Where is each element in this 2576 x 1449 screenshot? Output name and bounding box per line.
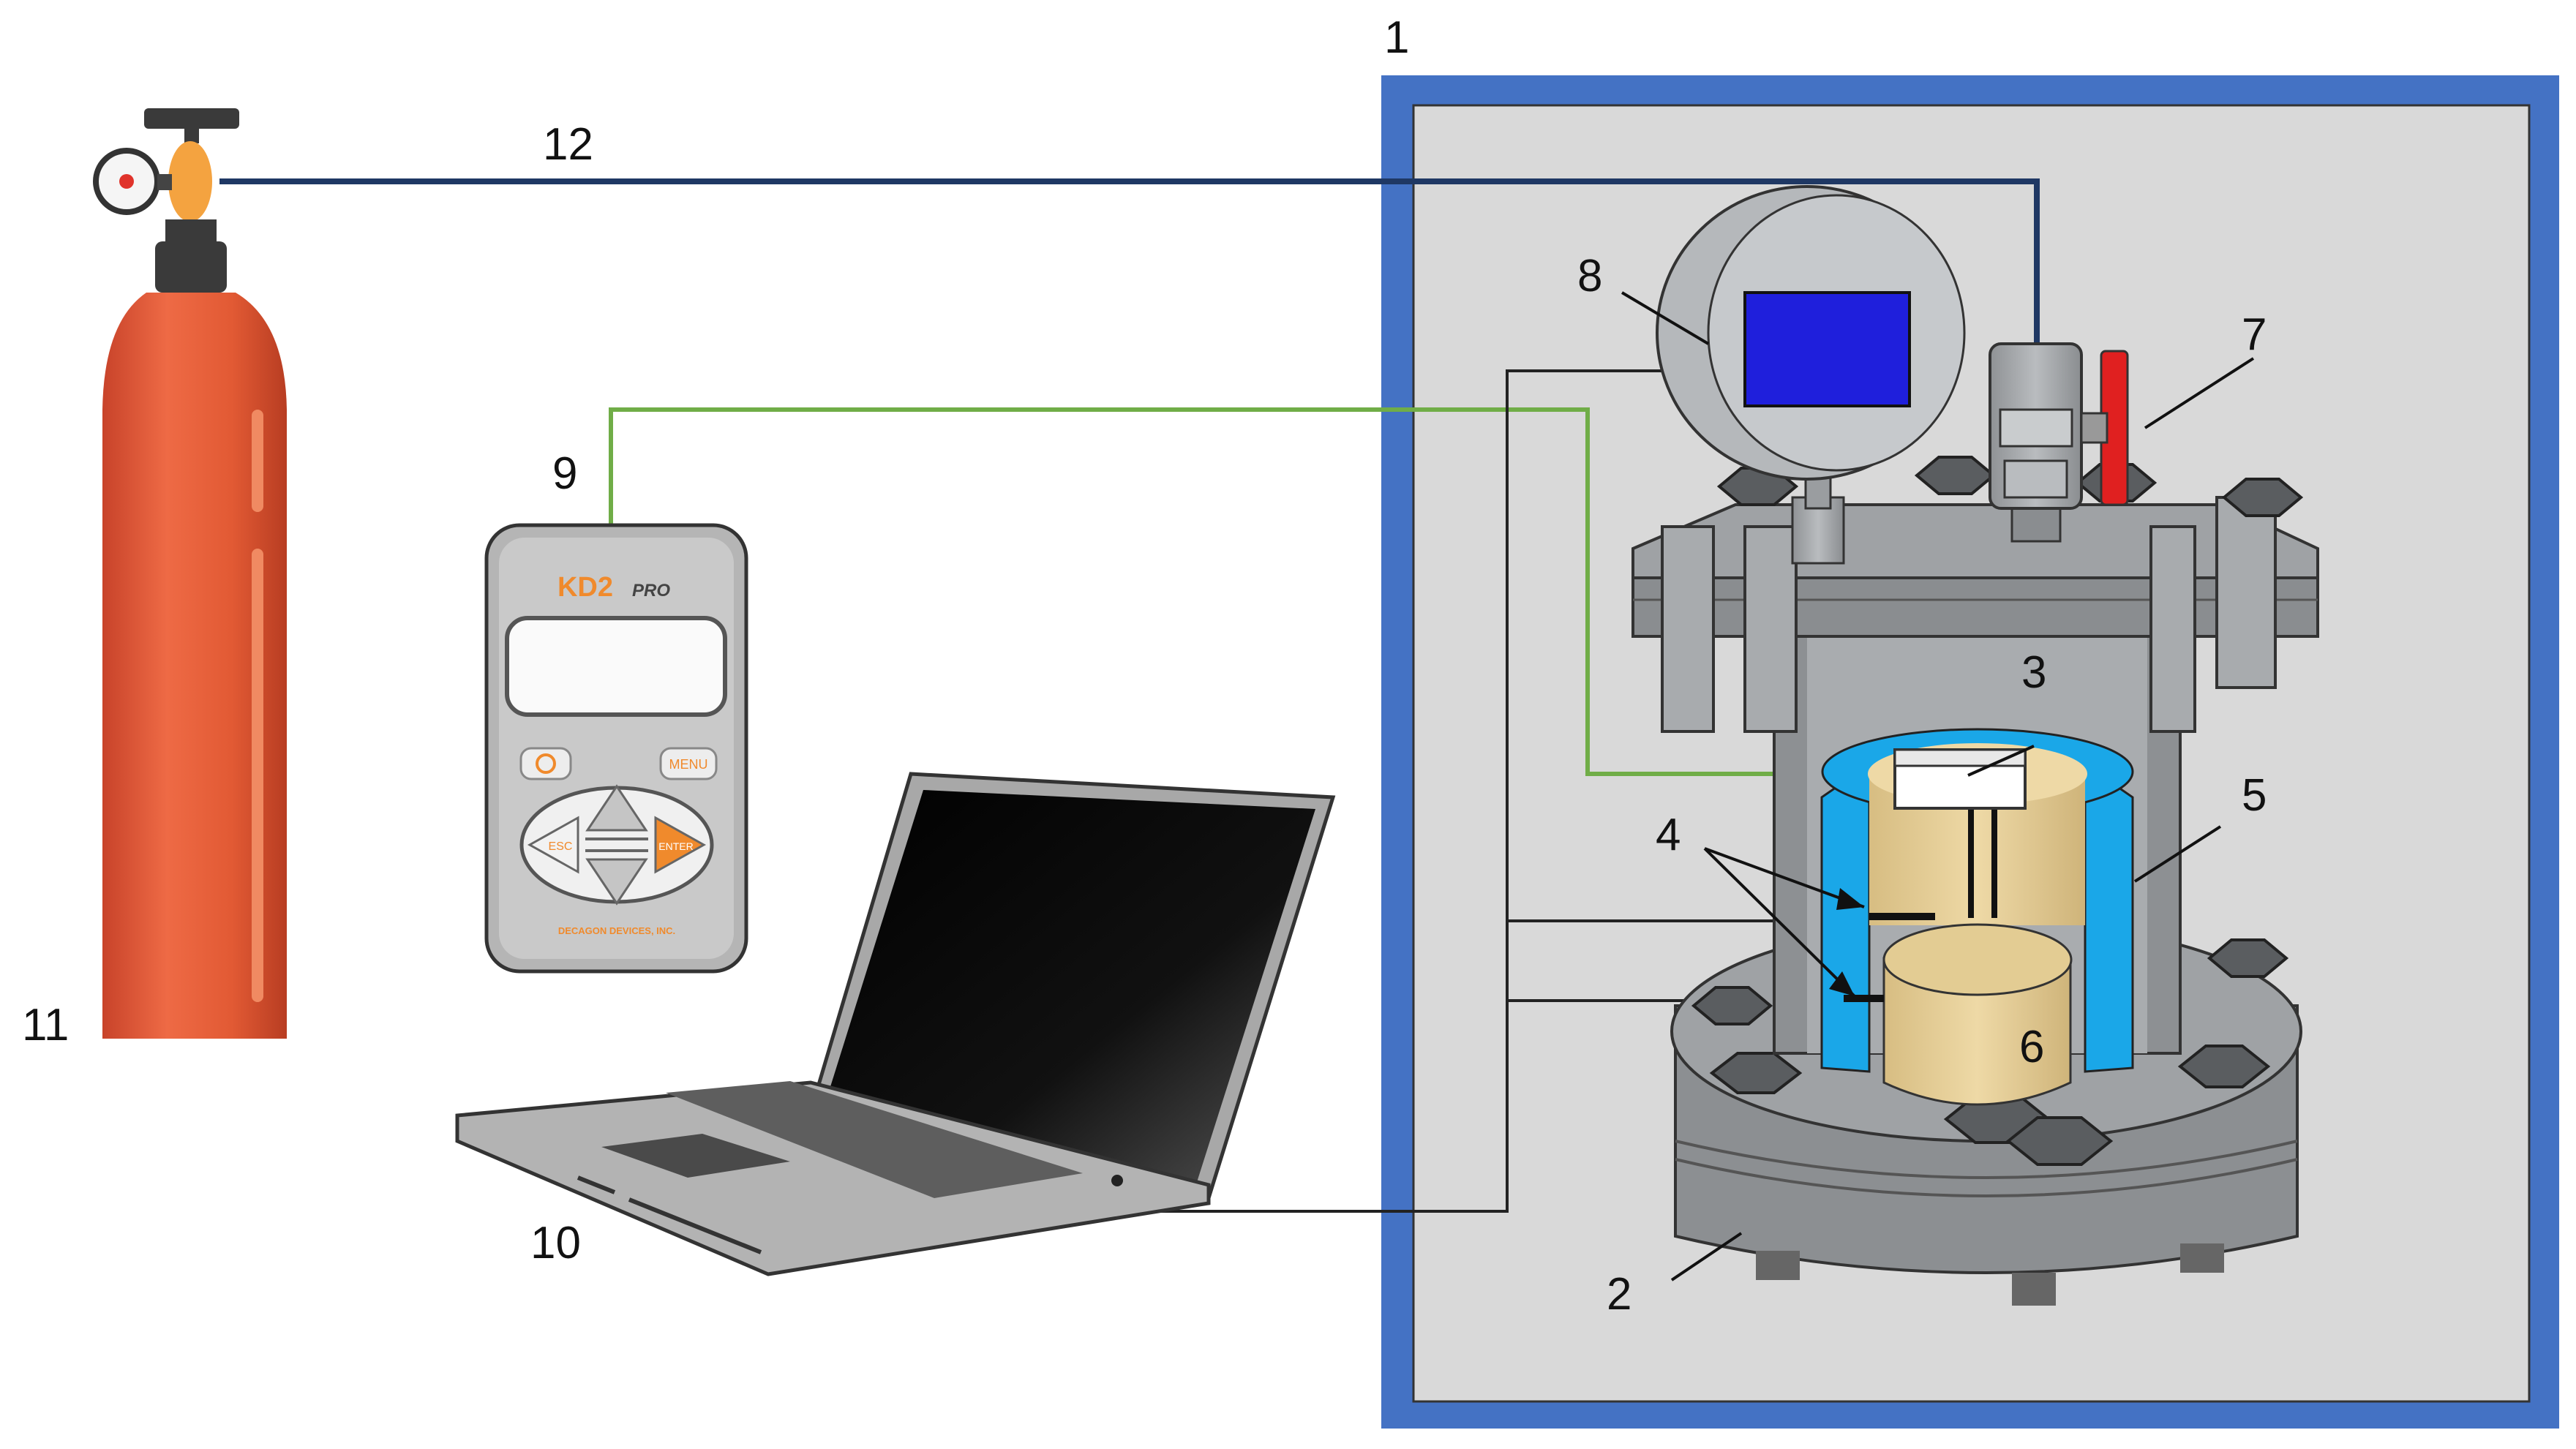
device-model: PRO <box>632 581 670 601</box>
sensor-cable <box>609 407 1895 776</box>
power-icon <box>536 753 556 774</box>
device-display <box>505 616 727 717</box>
gas-cylinder-icon <box>93 108 287 1039</box>
label-2: 2 <box>1607 1269 1631 1320</box>
leader-lines <box>1621 291 2255 1281</box>
gauge-display <box>1743 291 1911 407</box>
label-8: 8 <box>1577 251 1602 301</box>
label-5: 5 <box>2242 770 2267 821</box>
flange-bolts <box>1691 887 2289 1166</box>
label-4: 4 <box>1656 810 1681 860</box>
menu-button-label: MENU <box>669 757 708 772</box>
label-7: 7 <box>2242 309 2267 360</box>
menu-button[interactable]: MENU <box>659 747 718 780</box>
side-clamps <box>1661 496 2277 733</box>
temperature-sensor <box>1869 913 1935 920</box>
component-labels: 1 2 3 4 5 6 7 8 9 10 11 12 <box>22 12 2267 1320</box>
ball-valve-icon[interactable] <box>1989 342 2129 543</box>
soil-sample-lower <box>1882 957 2072 1106</box>
label-9: 9 <box>552 448 577 499</box>
device-brand: KD2 <box>557 572 613 603</box>
label-12: 12 <box>543 119 593 170</box>
gas-line <box>219 178 2040 357</box>
label-10: 10 <box>530 1218 581 1268</box>
down-arrow-button[interactable] <box>585 858 648 906</box>
label-11: 11 <box>22 1000 69 1050</box>
thermal-probe-needle <box>1968 808 1974 918</box>
laptop-touchpad <box>601 1134 790 1178</box>
kd2-pro-analyzer-icon: KD2 PRO MENU ESC ENTER DECAGON DEVICES, … <box>484 523 748 974</box>
insulation-sleeve <box>1820 762 1871 1073</box>
laptop-keyboard <box>666 1081 1083 1198</box>
laptop-screen <box>825 790 1315 1182</box>
power-button[interactable] <box>519 747 572 780</box>
label-6: 6 <box>2019 1022 2044 1072</box>
laptop-icon <box>455 772 1336 1276</box>
label-1: 1 <box>1384 12 1409 63</box>
esc-button[interactable]: ESC <box>527 816 579 874</box>
laptop-base <box>455 1080 1211 1276</box>
enter-button-label: ENTER <box>658 840 693 852</box>
label-3: 3 <box>2021 647 2046 698</box>
pressure-gauge-icon <box>1656 185 1966 565</box>
up-arrow-button[interactable] <box>585 784 648 832</box>
esc-button-label: ESC <box>549 840 573 853</box>
device-maker: DECAGON DEVICES, INC. <box>558 925 675 936</box>
enter-button[interactable]: ENTER <box>654 816 707 874</box>
